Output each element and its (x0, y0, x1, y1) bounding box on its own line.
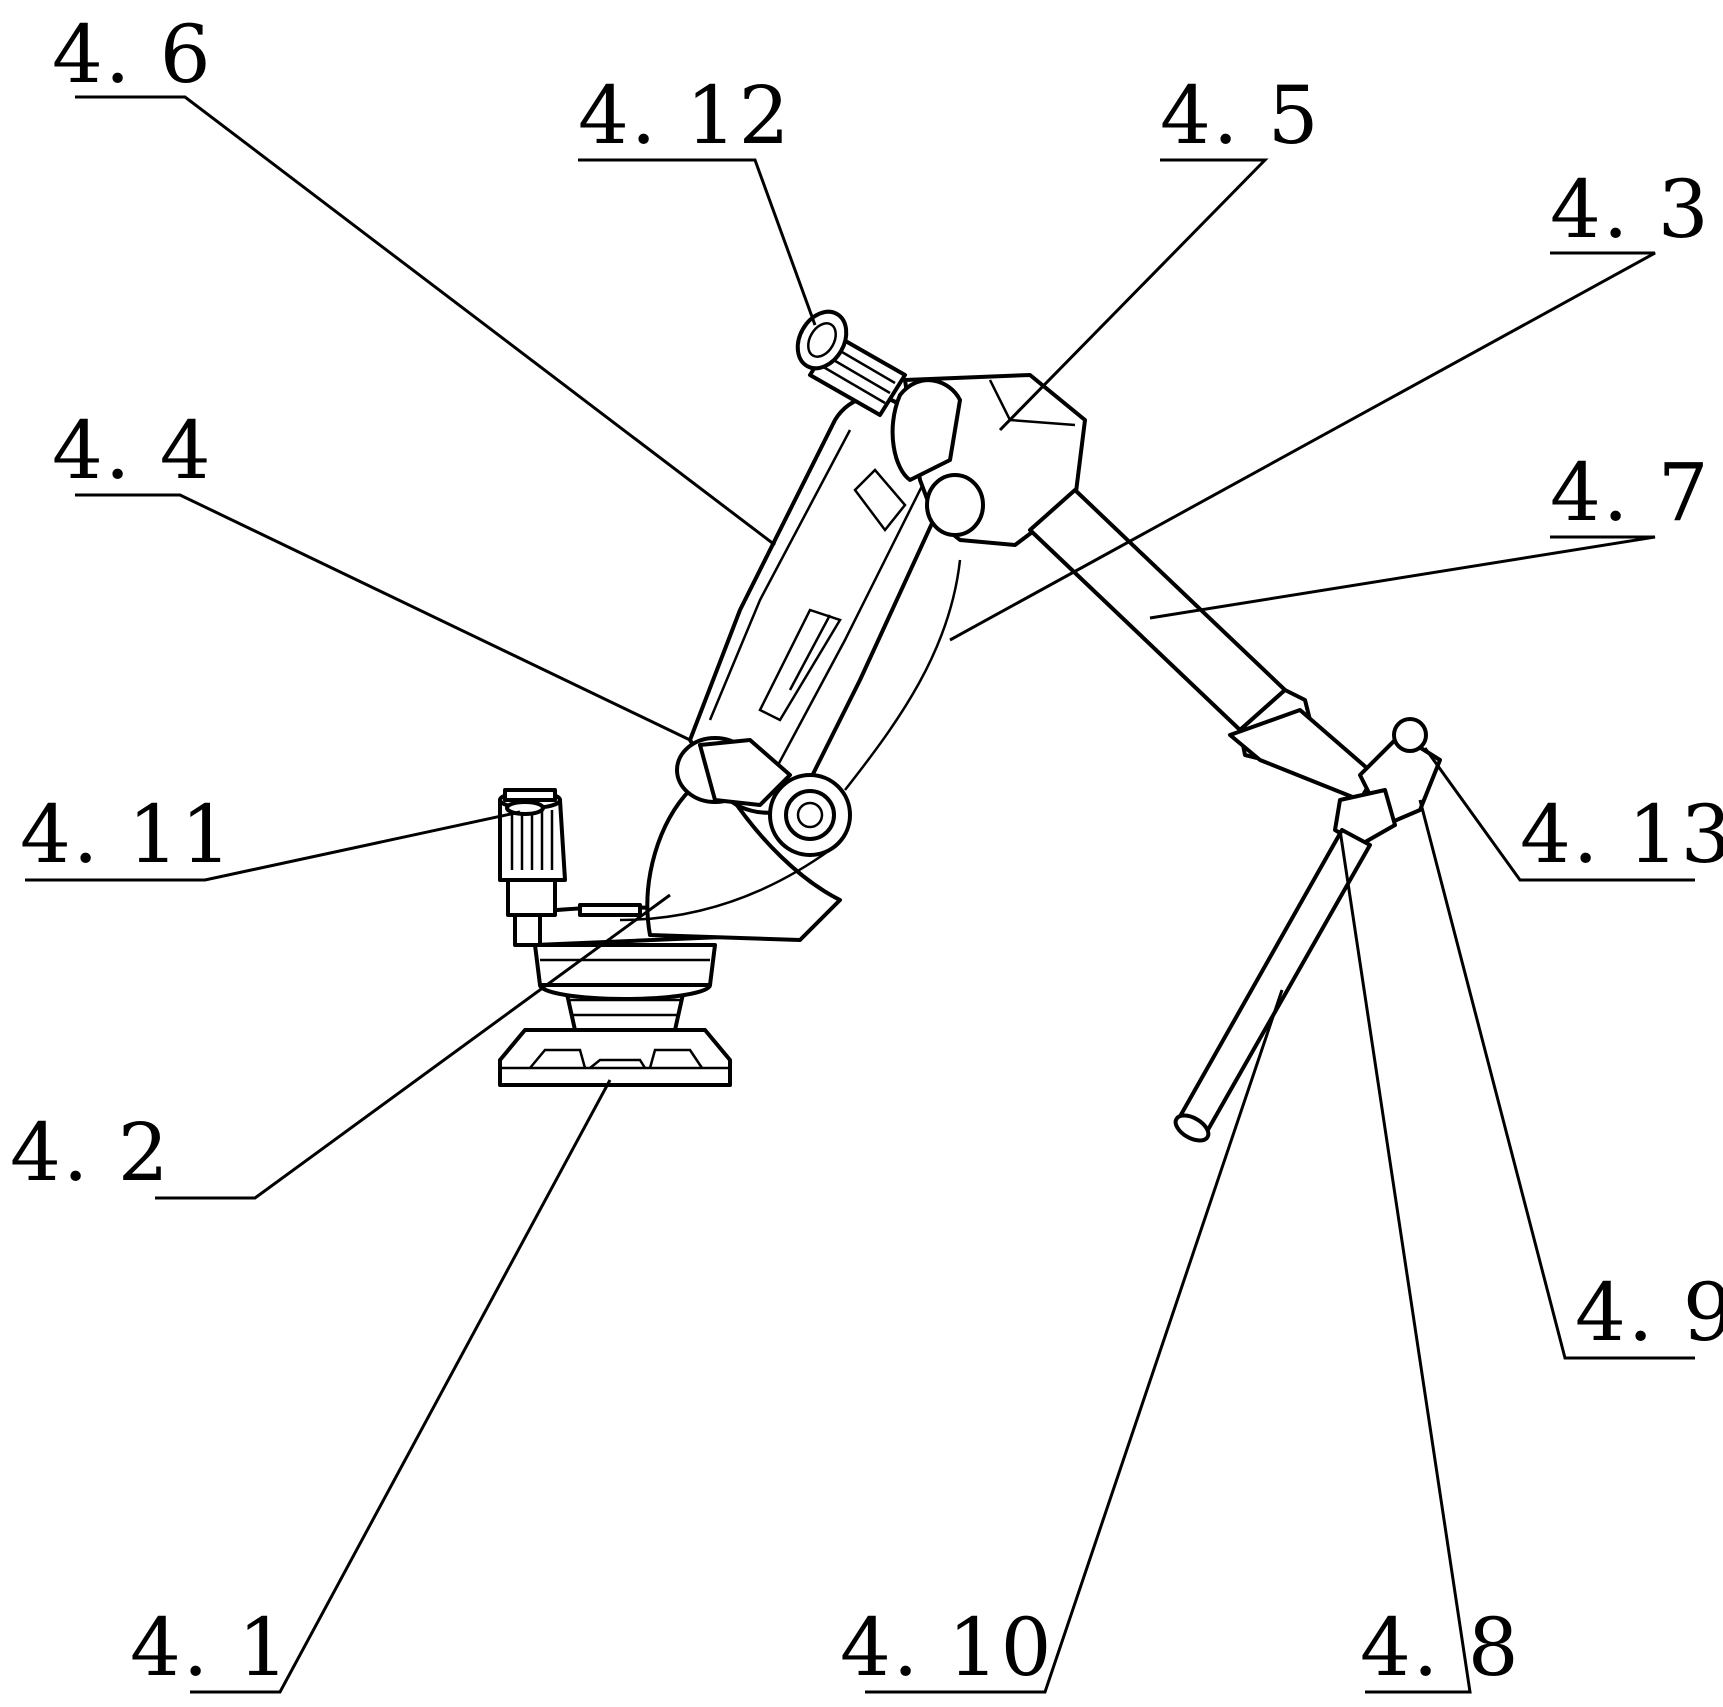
label-4-4: 4. 4 (52, 404, 213, 497)
joint-4-4 (675, 736, 852, 857)
leader-4-4 (75, 493, 691, 742)
leader-4-8 (1338, 829, 1472, 1694)
label-4-1: 4. 1 (130, 1601, 291, 1694)
leader-4-13 (1423, 747, 1695, 882)
label-4-13: 4. 13 (1520, 788, 1723, 881)
motor-4-12 (795, 309, 907, 417)
leader-4-7 (1149, 535, 1656, 620)
leader-4-3 (949, 251, 1656, 642)
elbow-housing (853, 373, 1087, 547)
label-4-12: 4. 12 (578, 69, 792, 162)
leader-4-6 (75, 95, 776, 547)
motor-4-11 (498, 788, 567, 947)
leader-4-5 (998, 158, 1269, 432)
label-4-3: 4. 3 (1550, 163, 1711, 256)
leader-4-9 (1418, 799, 1695, 1360)
leader-4-11 (25, 810, 521, 882)
base-plate (498, 1028, 732, 1087)
label-4-6: 4. 6 (52, 8, 213, 101)
pedestal (533, 943, 717, 1032)
balance-link (619, 559, 962, 922)
label-4-11: 4. 11 (20, 788, 234, 881)
part-labels: 4. 6 4. 12 4. 5 4. 3 4. 4 4. 7 4. 11 4. … (10, 8, 1723, 1694)
leader-4-10 (865, 989, 1284, 1694)
robot-arm-drawing (498, 309, 1442, 1143)
leader-4-2 (155, 893, 671, 1200)
leader-lines (25, 95, 1695, 1694)
tool-rod (1173, 828, 1372, 1143)
label-4-7: 4. 7 (1550, 446, 1711, 539)
label-4-2: 4. 2 (10, 1106, 171, 1199)
leader-4-1 (190, 1079, 612, 1694)
label-4-9: 4. 9 (1575, 1266, 1723, 1359)
label-4-5: 4. 5 (1160, 69, 1321, 162)
forearm (1028, 488, 1377, 802)
label-4-10: 4. 10 (840, 1601, 1054, 1694)
label-4-8: 4. 8 (1360, 1601, 1521, 1694)
leader-4-12 (578, 158, 817, 326)
